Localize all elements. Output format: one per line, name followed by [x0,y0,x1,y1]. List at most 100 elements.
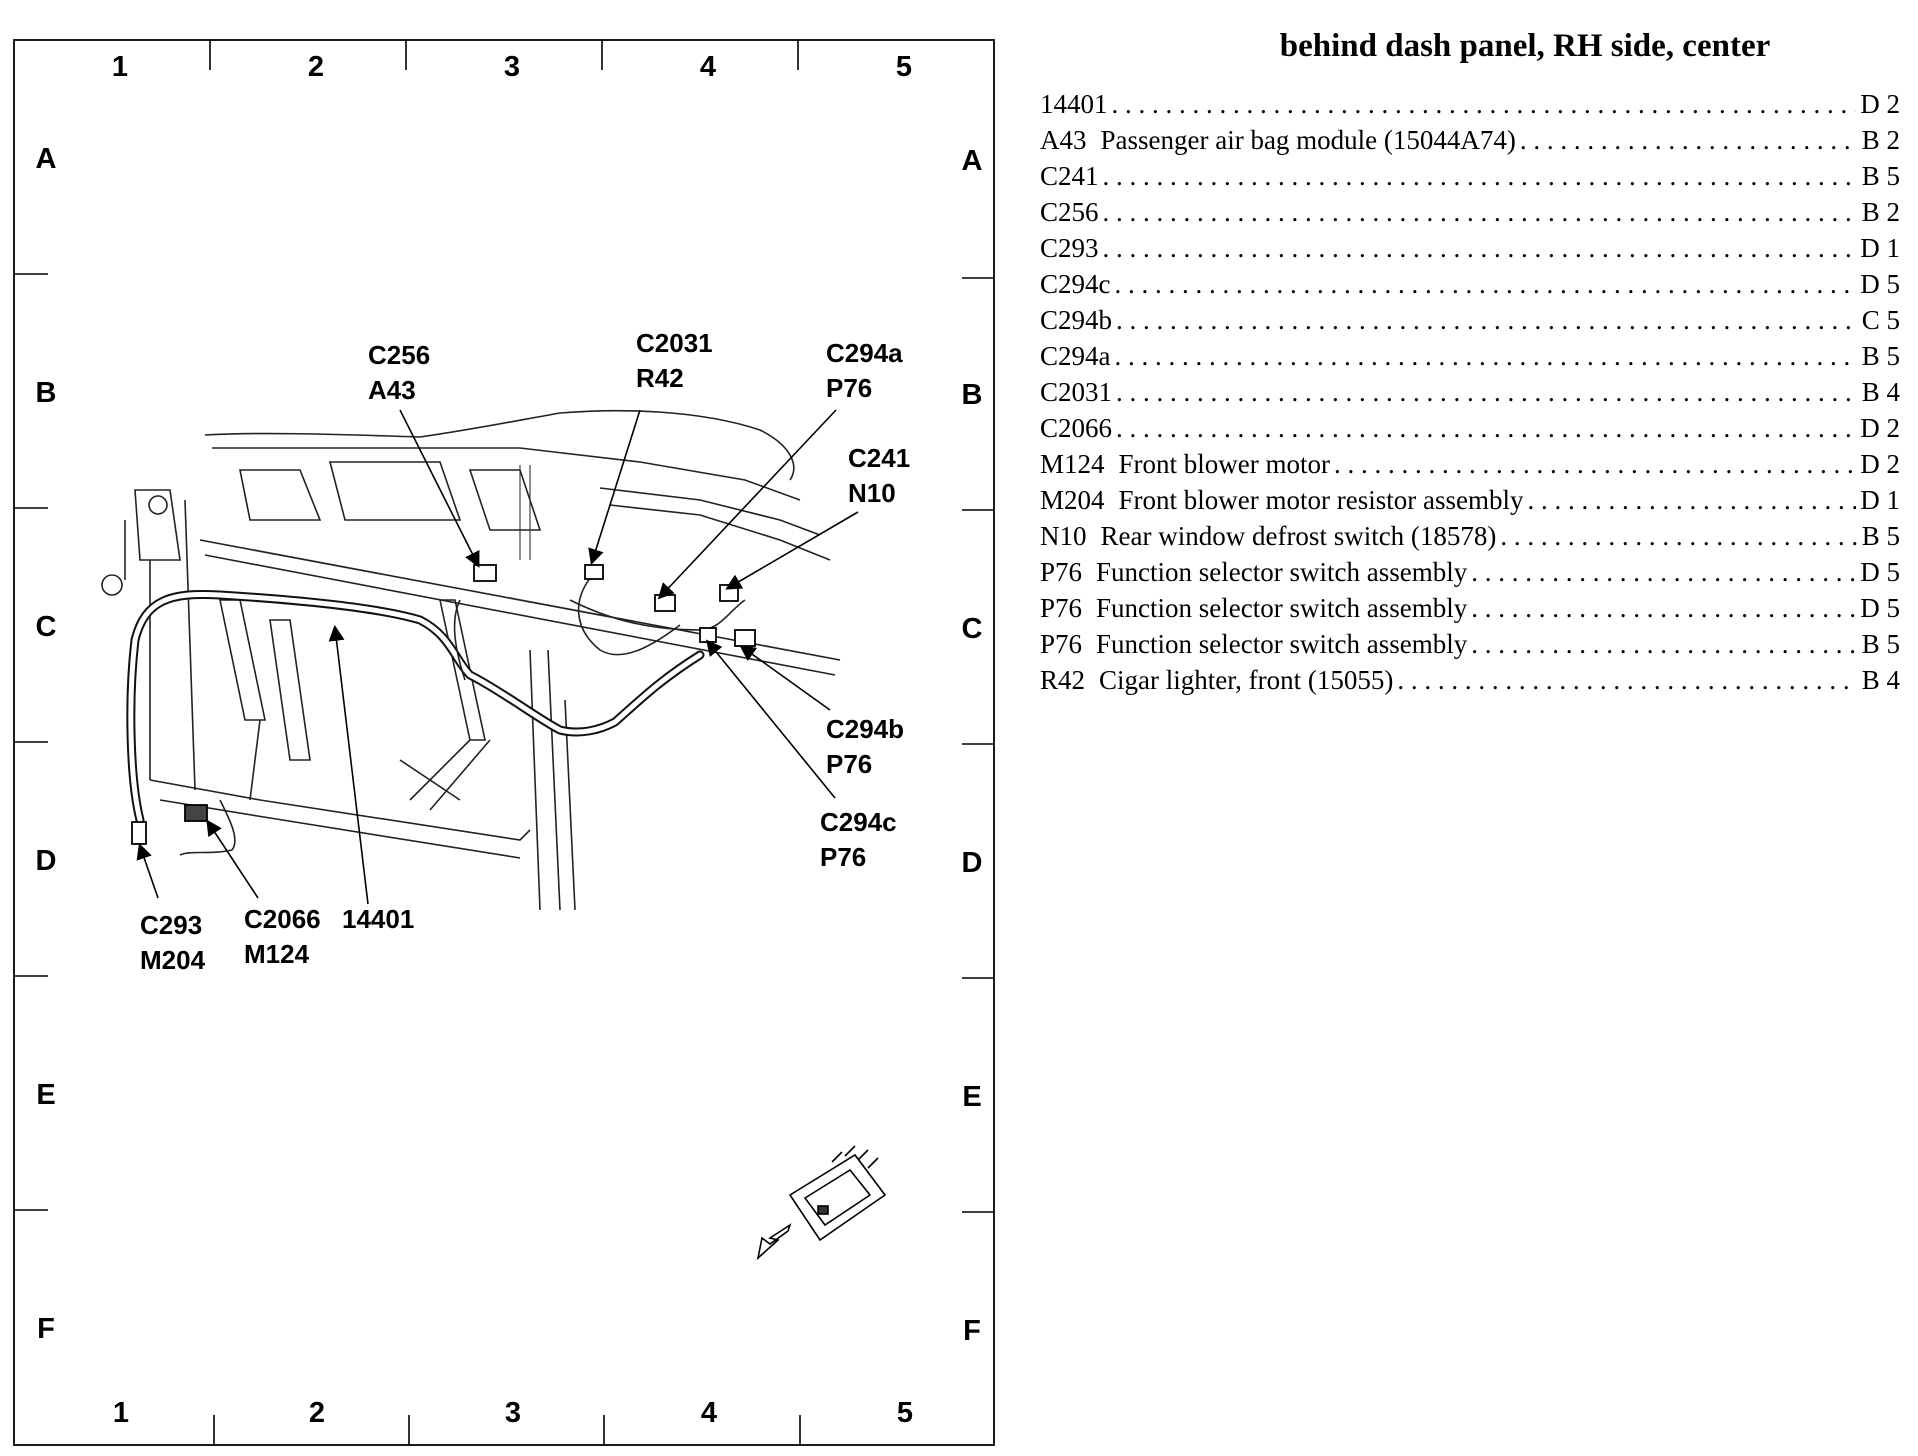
callout-c294a: C294a [826,338,903,368]
callout-c256: C256 [368,340,430,370]
legend-title: behind dash panel, RH side, center [1279,28,1771,64]
dash-panel-illustration [101,409,841,911]
legend-grid-location: D 2 [1860,449,1900,479]
callout-c2066: C2066 [244,904,321,934]
legend-code: R42 [1040,665,1086,695]
legend-leader-dots [1115,341,1858,372]
row-label-left-C: C [36,611,57,643]
legend-code: C2031 [1040,377,1113,407]
callout-n10: N10 [848,478,896,508]
legend-grid-location: D 2 [1860,413,1900,443]
legend-leader-dots [1103,161,1858,192]
legend-grid-location: D 2 [1860,89,1900,119]
legend-row: M204 Front blower motor resistor assembly… [1040,485,1900,521]
callout-p76-b: P76 [826,749,872,779]
col-label-top-3: 3 [504,51,520,83]
callout-a43: A43 [368,375,416,405]
legend-description: Cigar lighter, front (15055) [1099,665,1394,695]
legend-grid-location: B 5 [1861,161,1900,191]
connector-c256 [473,564,497,582]
legend-leader-dots [1115,269,1857,300]
legend-code: C241 [1040,161,1099,191]
row-label-right-F: F [963,1315,981,1347]
callout-m204: M204 [140,945,206,975]
legend-code: P76 [1040,593,1083,623]
row-label-right-A: A [962,145,983,177]
legend-leader-dots [1116,305,1858,336]
connector-c294a [654,594,676,612]
legend-row: 14401 D 2 [1040,89,1900,125]
row-label-right-B: B [962,379,983,411]
callout-r42: R42 [636,363,684,393]
callout-c241: C241 [848,443,910,473]
connector-c2031 [584,564,604,580]
callout-14401: 14401 [342,904,414,934]
row-label-left-E: E [36,1079,55,1111]
legend-code: C256 [1040,197,1099,227]
legend-grid-location: B 5 [1861,629,1900,659]
col-label-top-2: 2 [308,51,324,83]
col-label-bottom-4: 4 [701,1397,717,1429]
legend-description: Front blower motor resistor assembly [1118,485,1524,515]
callout-m124: M124 [244,939,310,969]
legend-grid-location: B 5 [1861,521,1900,551]
legend-grid-location: D 5 [1860,557,1900,587]
legend-code: P76 [1040,557,1083,587]
legend-description: Passenger air bag module (15044A74) [1100,125,1516,155]
col-label-bottom-5: 5 [897,1397,913,1429]
legend-code: 14401 [1040,89,1108,119]
top-column-ticks [209,40,799,70]
legend-leader-dots [1471,557,1856,588]
legend-grid-location: B 2 [1861,197,1900,227]
legend-row: C293D 1 [1040,233,1900,269]
legend-leader-dots [1397,665,1857,696]
legend-grid-location: D 5 [1860,593,1900,623]
col-label-bottom-1: 1 [113,1397,129,1429]
legend-code: C293 [1040,233,1099,263]
legend-description: Rear window defrost switch (18578) [1100,521,1497,551]
callout-c294c: C294c [820,807,897,837]
callout-c293: C293 [140,910,202,940]
wiring-harness-14401 [126,589,705,825]
legend-leader-dots [1471,629,1858,660]
legend-description: Function selector switch assembly [1096,629,1468,659]
legend-row: C256 B 2 [1040,197,1900,233]
legend-description: Front blower motor [1118,449,1330,479]
legend-row: M124 Front blower motor D 2 [1040,449,1900,485]
col-label-bottom-2: 2 [309,1397,325,1429]
legend-row: N10 Rear window defrost switch (18578) B 5 [1040,521,1900,557]
component-legend: behind dash panel, RH side, center 14401… [1040,20,1900,701]
legend-row: C294aB 5 [1040,341,1900,377]
legend-code: A43 [1040,125,1087,155]
connector-c293 [131,821,147,845]
legend-leader-dots [1520,125,1858,156]
callout-leaders [136,409,859,905]
legend-rows: 14401 D 2 A43 Passenger air bag module (150… [1040,89,1900,701]
legend-code: M124 [1040,449,1105,479]
row-label-left-A: A [36,143,57,175]
row-label-left-F: F [37,1313,55,1345]
legend-leader-dots [1334,449,1856,480]
row-label-left-B: B [36,377,57,409]
legend-code: M204 [1040,485,1105,515]
row-label-right-C: C [962,613,983,645]
vehicle-orientation-icon [756,1145,887,1261]
legend-row: C294cD 5 [1040,269,1900,305]
callout-p76-c: P76 [820,842,866,872]
col-label-top-4: 4 [700,51,716,83]
legend-code: N10 [1040,521,1087,551]
connector-c2066 [184,804,208,822]
legend-row: C294bC 5 [1040,305,1900,341]
row-label-right-D: D [962,847,983,879]
legend-leader-dots [1103,197,1858,228]
legend-row: C2031B 4 [1040,377,1900,413]
col-label-bottom-3: 3 [505,1397,521,1429]
legend-leader-dots [1112,89,1857,120]
left-row-ticks [14,273,48,1211]
legend-row: C241 B 5 [1040,161,1900,197]
